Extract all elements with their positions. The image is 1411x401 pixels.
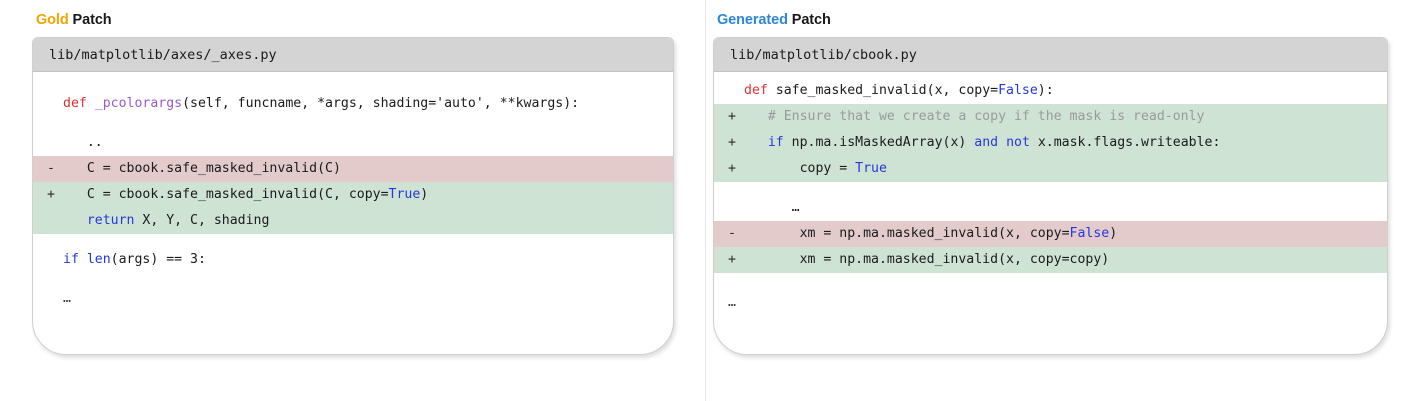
code-spacer bbox=[33, 234, 673, 247]
code-token: def bbox=[63, 96, 95, 111]
gold-patch-trailing-ellipsis: … bbox=[63, 291, 72, 306]
code-text: … bbox=[744, 195, 800, 221]
code-token: if bbox=[767, 135, 784, 150]
code-token bbox=[998, 135, 1006, 150]
code-token: copy = bbox=[744, 161, 856, 176]
generated-patch-title-rest: Patch bbox=[787, 12, 831, 28]
code-line-add: return X, Y, C, shading bbox=[33, 208, 673, 234]
code-text: def _pcolorargs(self, funcname, *args, s… bbox=[63, 91, 579, 117]
gold-patch-code-body: def _pcolorargs(self, funcname, *args, s… bbox=[33, 72, 673, 312]
code-token: … bbox=[744, 200, 800, 215]
code-text: # Ensure that we create a copy if the ma… bbox=[744, 104, 1205, 130]
code-line-add: + # Ensure that we create a copy if the … bbox=[714, 104, 1387, 130]
code-text: xm = np.ma.masked_invalid(x, copy=copy) bbox=[744, 247, 1110, 273]
code-token: return bbox=[86, 213, 135, 228]
gold-patch-trailing-ellipsis-line: … bbox=[33, 286, 673, 312]
gold-patch-card: lib/matplotlib/axes/_axes.py def _pcolor… bbox=[32, 37, 674, 355]
code-token: and bbox=[974, 135, 999, 150]
gutter-marker: - bbox=[47, 161, 55, 176]
code-token: ) bbox=[420, 187, 429, 202]
code-text: if np.ma.isMaskedArray(x) and not x.mask… bbox=[744, 130, 1221, 156]
generated-patch-title: Generated Patch bbox=[717, 12, 1411, 28]
code-line-context: if len(args) == 3: bbox=[33, 247, 673, 273]
code-line-add: + copy = True bbox=[714, 156, 1387, 182]
code-token bbox=[744, 135, 768, 150]
code-token: not bbox=[1006, 135, 1030, 150]
code-text: if len(args) == 3: bbox=[63, 247, 206, 273]
code-token: C = cbook.safe_masked_invalid(C) bbox=[63, 161, 341, 176]
code-token: True bbox=[855, 161, 887, 176]
gold-patch-title: Gold Patch bbox=[36, 12, 705, 28]
code-spacer bbox=[33, 273, 673, 286]
code-token: _pcolorargs bbox=[94, 96, 183, 111]
code-text: def safe_masked_invalid(x, copy=False): bbox=[744, 78, 1054, 104]
code-token: len bbox=[86, 252, 111, 267]
code-spacer bbox=[33, 78, 673, 91]
code-line-del: - xm = np.ma.masked_invalid(x, copy=Fals… bbox=[714, 221, 1387, 247]
code-token: # Ensure that we create a copy if the ma… bbox=[744, 109, 1205, 124]
code-text: return X, Y, C, shading bbox=[63, 208, 270, 234]
code-text: C = cbook.safe_masked_invalid(C, copy=Tr… bbox=[63, 182, 428, 208]
generated-patch-code-body: def safe_masked_invalid(x, copy=False):+… bbox=[714, 72, 1387, 316]
generated-patch-column: Generated Patch lib/matplotlib/cbook.py … bbox=[705, 0, 1411, 401]
gutter-marker: + bbox=[728, 252, 736, 267]
code-token: def bbox=[744, 83, 776, 98]
code-line-context: def _pcolorargs(self, funcname, *args, s… bbox=[33, 91, 673, 117]
code-text: xm = np.ma.masked_invalid(x, copy=False) bbox=[744, 221, 1118, 247]
code-line-context: def safe_masked_invalid(x, copy=False): bbox=[714, 78, 1387, 104]
code-token: (x, copy= bbox=[926, 83, 999, 98]
code-token bbox=[63, 213, 87, 228]
generated-patch-trailing-ellipsis-line: … bbox=[714, 290, 1387, 316]
code-token: xm = np.ma.masked_invalid(x, copy=copy) bbox=[744, 252, 1110, 267]
gold-patch-file-header: lib/matplotlib/axes/_axes.py bbox=[33, 38, 673, 72]
gold-patch-title-rest: Patch bbox=[68, 12, 112, 28]
code-token: if bbox=[63, 252, 87, 267]
code-line-context: … bbox=[714, 195, 1387, 221]
gutter-marker: + bbox=[728, 135, 736, 150]
code-token: xm = np.ma.masked_invalid(x, copy= bbox=[744, 226, 1070, 241]
code-token: (args) == 3: bbox=[110, 252, 206, 267]
code-line-del: - C = cbook.safe_masked_invalid(C) bbox=[33, 156, 673, 182]
code-token: ): bbox=[1037, 83, 1054, 98]
generated-patch-trailing-ellipsis: … bbox=[728, 295, 737, 310]
code-token: .. bbox=[63, 135, 103, 150]
code-token: (self, funcname, *args, shading='auto', … bbox=[182, 96, 580, 111]
code-spacer bbox=[714, 273, 1387, 290]
code-line-add: + if np.ma.isMaskedArray(x) and not x.ma… bbox=[714, 130, 1387, 156]
code-line-add: + xm = np.ma.masked_invalid(x, copy=copy… bbox=[714, 247, 1387, 273]
code-spacer bbox=[33, 117, 673, 130]
code-text: copy = True bbox=[744, 156, 887, 182]
code-token: ) bbox=[1109, 226, 1118, 241]
code-line-context: .. bbox=[33, 130, 673, 156]
gold-patch-title-accent: Gold bbox=[36, 12, 69, 28]
code-token: X, Y, C, shading bbox=[134, 213, 270, 228]
generated-patch-file-header: lib/matplotlib/cbook.py bbox=[714, 38, 1387, 72]
column-divider bbox=[705, 0, 706, 401]
code-token: False bbox=[998, 83, 1038, 98]
gold-patch-column: Gold Patch lib/matplotlib/axes/_axes.py … bbox=[0, 0, 705, 401]
gutter-marker: + bbox=[728, 109, 736, 124]
code-token: False bbox=[1069, 226, 1110, 241]
gutter-marker: + bbox=[47, 187, 55, 202]
code-token: C = cbook.safe_masked_invalid(C, copy= bbox=[63, 187, 389, 202]
code-text: C = cbook.safe_masked_invalid(C) bbox=[63, 156, 341, 182]
generated-patch-file-path: lib/matplotlib/cbook.py bbox=[730, 46, 917, 63]
generated-patch-title-accent: Generated bbox=[717, 12, 788, 28]
code-token: safe_masked_invalid bbox=[775, 83, 927, 98]
code-line-add: + C = cbook.safe_masked_invalid(C, copy=… bbox=[33, 182, 673, 208]
code-spacer bbox=[714, 182, 1387, 195]
generated-patch-card: lib/matplotlib/cbook.py def safe_masked_… bbox=[713, 37, 1388, 355]
code-token: True bbox=[388, 187, 421, 202]
gutter-marker: - bbox=[728, 226, 736, 241]
code-text: .. bbox=[63, 130, 103, 156]
gutter-marker: + bbox=[728, 161, 736, 176]
gold-patch-file-path: lib/matplotlib/axes/_axes.py bbox=[49, 46, 277, 63]
code-token: np.ma.isMaskedArray(x) bbox=[783, 135, 975, 150]
code-token: x.mask.flags.writeable: bbox=[1029, 135, 1221, 150]
